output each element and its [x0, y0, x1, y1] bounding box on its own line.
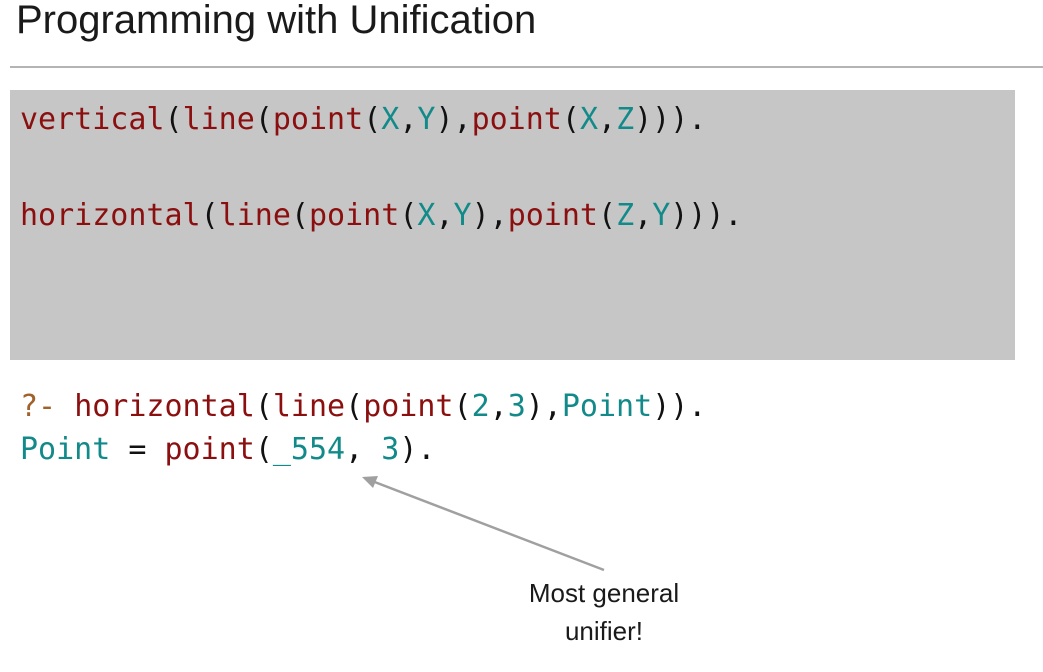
paren: ( — [164, 102, 183, 137]
variable-point: Point — [561, 389, 653, 424]
functor-line: line — [272, 389, 346, 424]
number-3: 3 — [381, 432, 400, 467]
paren-comma: ), — [471, 198, 508, 233]
comma: , — [634, 198, 653, 233]
variable-z: Z — [616, 198, 635, 233]
paren: ( — [399, 198, 418, 233]
closing-parens: ). — [399, 432, 436, 467]
paren: ( — [363, 102, 382, 137]
variable-x: X — [381, 102, 400, 137]
variable-x: X — [579, 102, 598, 137]
variable-z: Z — [616, 102, 635, 137]
comma: , — [399, 102, 418, 137]
comma: , — [598, 102, 617, 137]
functor-horizontal: horizontal — [74, 389, 255, 424]
variable-y: Y — [417, 102, 436, 137]
annotation-line-1: Most general — [528, 578, 680, 608]
variable-y: Y — [453, 198, 472, 233]
functor-vertical: vertical — [20, 102, 165, 137]
paren-comma: ), — [525, 389, 562, 424]
functor-line: line — [218, 198, 291, 233]
paren: ( — [290, 198, 309, 233]
title-divider — [10, 66, 1043, 68]
paren: ( — [561, 102, 580, 137]
paren: ( — [345, 389, 364, 424]
functor-point: point — [309, 198, 400, 233]
comma: , — [345, 432, 364, 467]
functor-point: point — [272, 102, 364, 137]
code-block — [10, 90, 1015, 360]
code-line-vertical: vertical(line(point(X,Y),point(X,Z))). — [20, 100, 706, 140]
variable-point: Point — [20, 432, 111, 467]
paren-comma: ), — [435, 102, 472, 137]
paren: ( — [598, 198, 617, 233]
number-2: 2 — [471, 389, 490, 424]
paren: ( — [453, 389, 472, 424]
number-3: 3 — [507, 389, 526, 424]
equals-sign: = — [128, 432, 147, 467]
closing-parens: ))). — [670, 198, 743, 233]
slide-title: Programming with Unification — [16, 0, 537, 42]
functor-point: point — [363, 389, 454, 424]
closing-parens: ))). — [634, 102, 707, 137]
paren: ( — [254, 102, 273, 137]
paren: ( — [200, 198, 219, 233]
annotation-line-2: unifier! — [564, 616, 644, 646]
arrow-shaft — [371, 479, 605, 572]
functor-line: line — [182, 102, 255, 137]
query-line: ?- horizontal(line(point(2,3),Point)). — [20, 387, 706, 427]
fresh-variable: _554 — [272, 432, 346, 467]
functor-point: point — [164, 432, 255, 467]
functor-horizontal: horizontal — [20, 198, 201, 233]
variable-y: Y — [652, 198, 671, 233]
comma: , — [435, 198, 454, 233]
paren: ( — [254, 432, 273, 467]
functor-point: point — [507, 198, 598, 233]
annotation-note: Most general unifier! — [484, 574, 724, 650]
query-prompt: ?- — [20, 389, 57, 424]
code-line-horizontal: horizontal(line(point(X,Y),point(Z,Y))). — [20, 196, 743, 236]
functor-point: point — [471, 102, 562, 137]
result-line: Point = point(_554, 3). — [20, 430, 435, 470]
comma: , — [489, 389, 508, 424]
closing-parens: )). — [652, 389, 707, 424]
arrow-head — [362, 476, 378, 488]
variable-x: X — [417, 198, 436, 233]
paren: ( — [254, 389, 273, 424]
